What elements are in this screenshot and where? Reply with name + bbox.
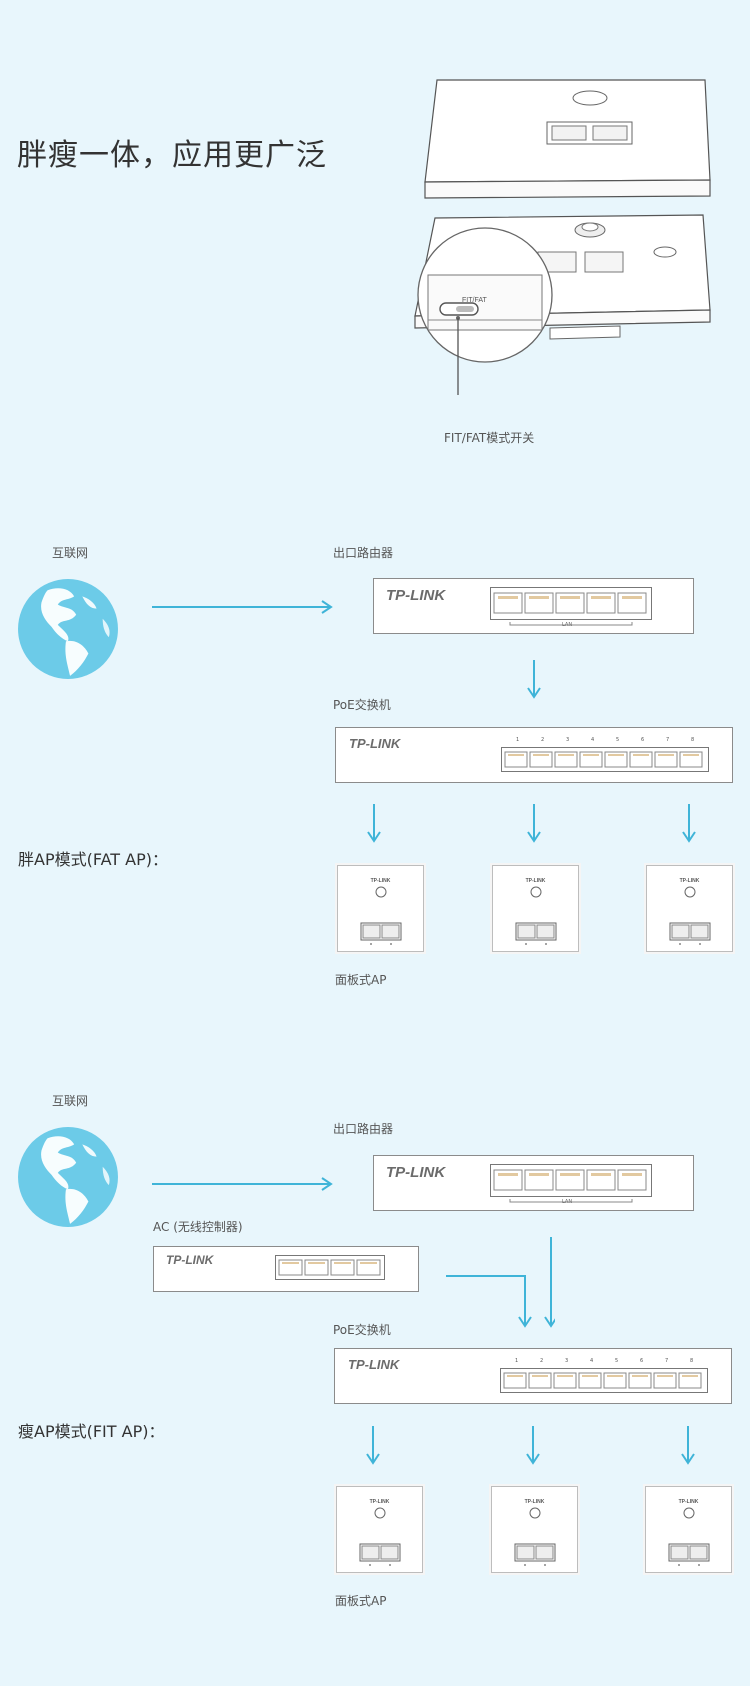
arrow-router-to-switch	[527, 660, 541, 699]
router-brand: TP-LINK	[386, 587, 446, 604]
globe-icon	[18, 579, 118, 679]
internet-label: 互联网	[52, 546, 89, 560]
ac-brand: TP-LINK	[166, 1253, 214, 1267]
panel-ap: TP-LINK	[645, 1486, 732, 1573]
poe-switch-ports	[500, 1368, 708, 1393]
panel-ap-illustration: FIT/FAT	[414, 79, 711, 395]
port-number-row: 1 2 3 4 5 6 7 8	[516, 737, 695, 743]
ac-label: AC (无线控制器)	[153, 1220, 243, 1234]
router-lan-ports	[490, 1164, 652, 1203]
port-number-row: 1 2 3 4 5 6 7 8	[515, 1358, 694, 1364]
router-label: 出口路由器	[333, 546, 394, 560]
panel-ap-brand: TP-LINK	[678, 1499, 699, 1505]
arrow-switch-to-ap-2	[526, 1426, 540, 1465]
arrow-switch-to-ap-2	[527, 804, 541, 843]
poe-switch-brand: TP-LINK	[349, 736, 401, 751]
internet-label: 互联网	[52, 1094, 89, 1108]
router-label: 出口路由器	[333, 1122, 394, 1136]
panel-ap-brand: TP-LINK	[370, 878, 391, 884]
fit-mode-title: 瘦AP模式(FIT AP)：	[18, 1422, 165, 1441]
poe-switch-device: TP-LINK 1 2 3 4 5 6 7 8	[335, 727, 733, 783]
panel-ap: TP-LINK	[646, 865, 733, 952]
router-lan-label: LAN	[562, 622, 573, 628]
panel-ap-label: 面板式AP	[335, 973, 387, 987]
router-lan-label: LAN	[562, 1199, 573, 1205]
arrow-switch-to-ap-3	[682, 804, 696, 843]
panel-ap: TP-LINK	[336, 1486, 423, 1573]
ac-device: TP-LINK	[153, 1246, 419, 1292]
ac-ports	[275, 1255, 385, 1280]
arrow-switch-to-ap-1	[367, 804, 381, 843]
router-brand: TP-LINK	[386, 1164, 446, 1181]
fit-fat-switch-caption: FIT/FAT模式开关	[444, 431, 535, 445]
arrows-router-ac-to-switch	[446, 1237, 555, 1328]
poe-switch-label: PoE交换机	[333, 698, 391, 712]
panel-ap-label: 面板式AP	[335, 1594, 387, 1608]
poe-switch-brand: TP-LINK	[348, 1357, 400, 1372]
poe-switch-device: TP-LINK 1 2 3 4 5 6 7 8	[334, 1348, 732, 1404]
panel-ap: TP-LINK	[337, 865, 424, 952]
panel-ap-brand: TP-LINK	[369, 1499, 390, 1505]
panel-ap: TP-LINK	[492, 865, 579, 952]
poe-switch-ports	[501, 747, 709, 772]
panel-ap-brand: TP-LINK	[679, 878, 700, 884]
poe-switch-label: PoE交换机	[333, 1323, 391, 1337]
globe-icon	[18, 1127, 118, 1227]
arrow-internet-to-router	[152, 1177, 333, 1191]
arrow-switch-to-ap-1	[366, 1426, 380, 1465]
fat-mode-title: 胖AP模式(FAT AP)：	[18, 850, 168, 869]
panel-ap-brand: TP-LINK	[525, 878, 546, 884]
panel-ap: TP-LINK	[491, 1486, 578, 1573]
router-lan-ports	[490, 587, 652, 626]
fit-fat-device-label: FIT/FAT	[462, 297, 487, 304]
arrow-internet-to-router	[152, 600, 333, 614]
arrow-switch-to-ap-3	[681, 1426, 695, 1465]
router-device: TP-LINK LAN	[373, 1155, 694, 1211]
headline: 胖瘦一体，应用更广泛	[17, 138, 327, 173]
panel-ap-brand: TP-LINK	[524, 1499, 545, 1505]
router-device: TP-LINK LAN	[373, 578, 694, 634]
